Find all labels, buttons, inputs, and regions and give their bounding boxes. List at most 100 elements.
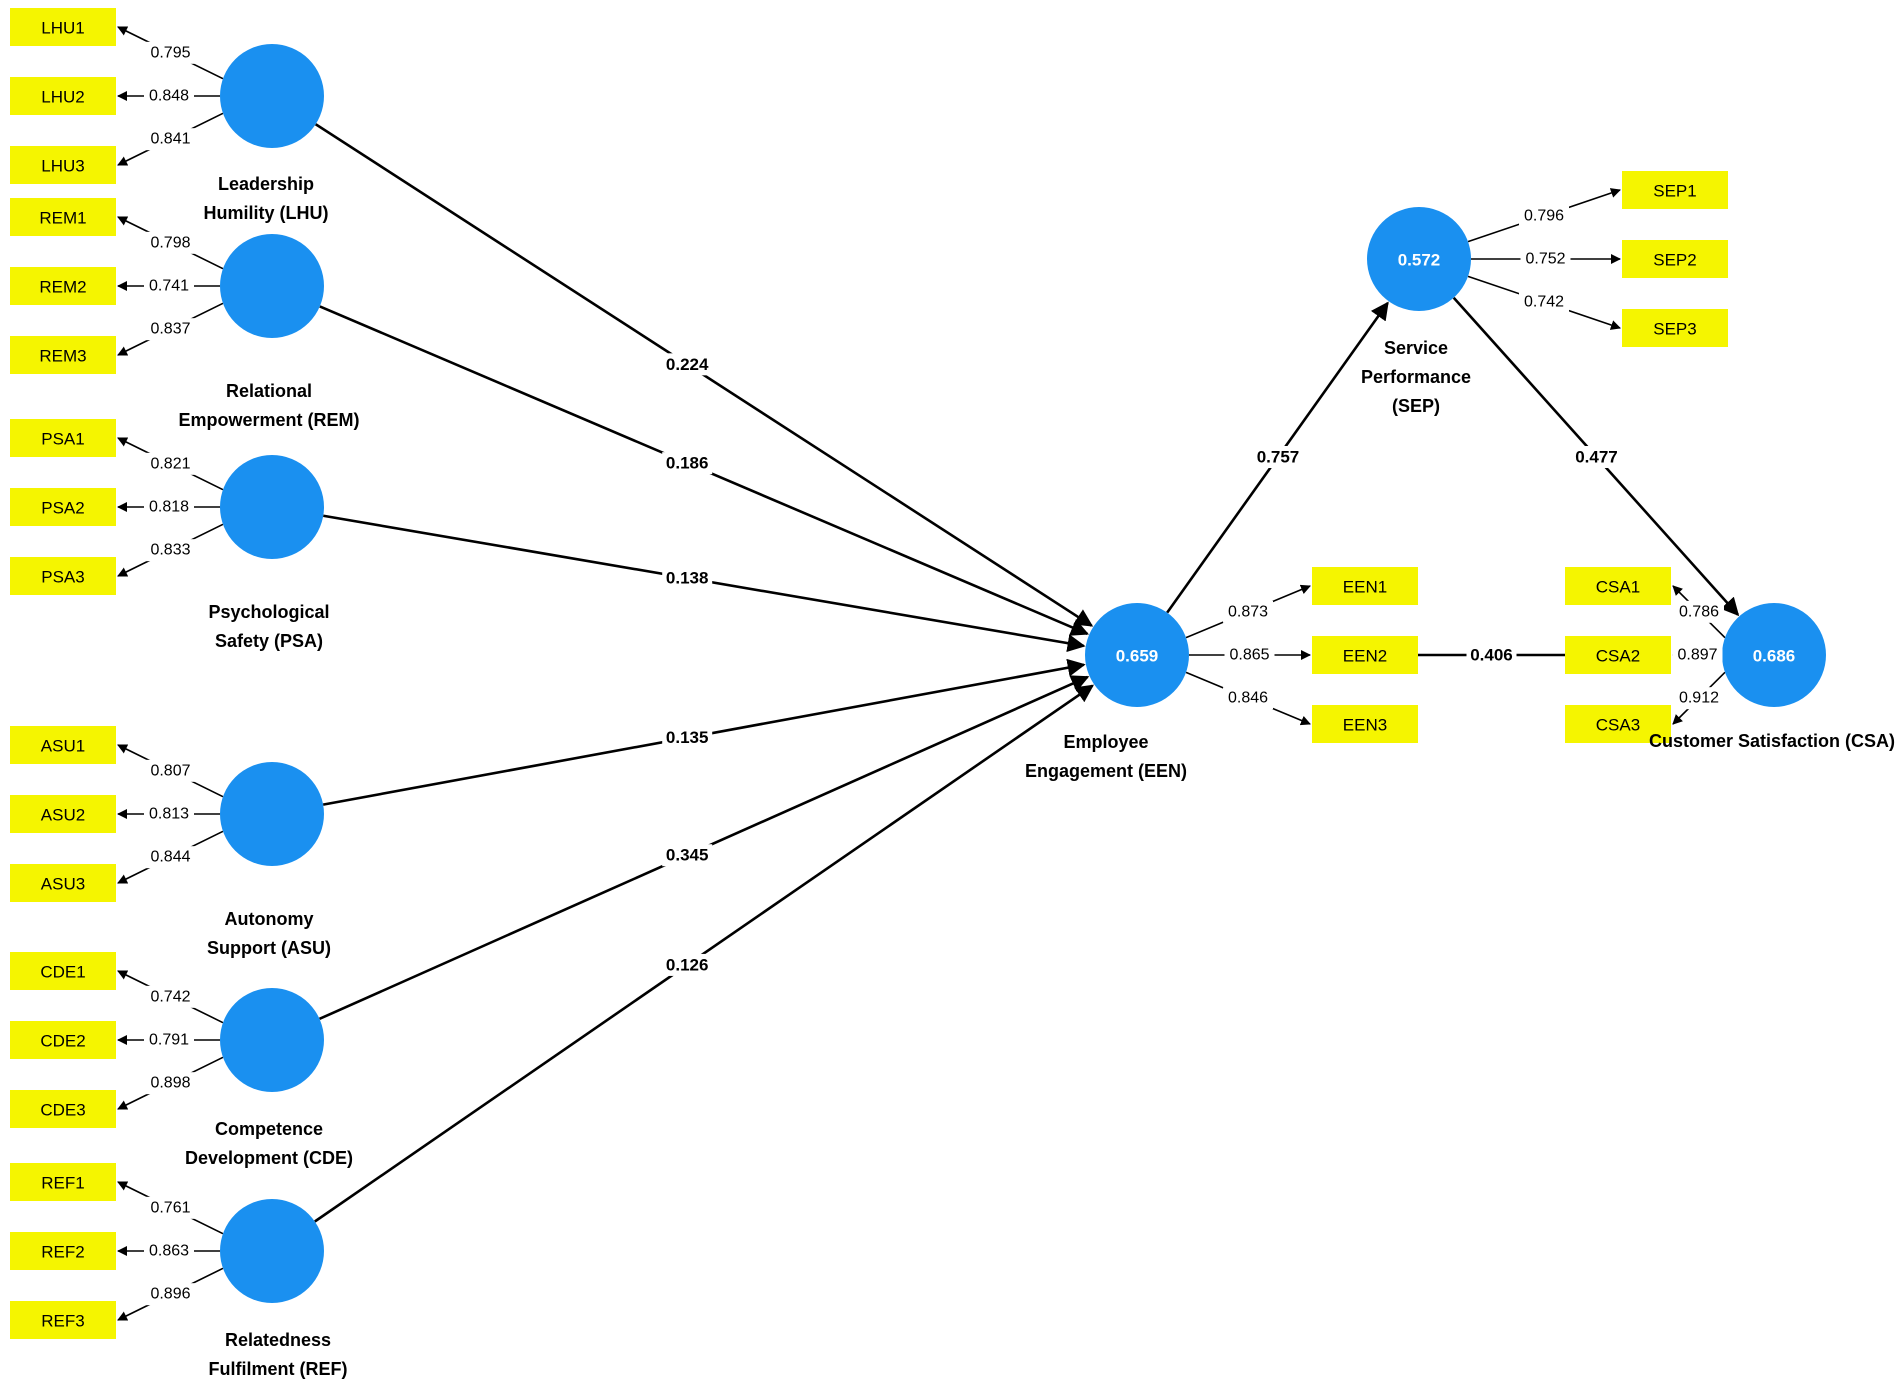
loading-bg (145, 318, 196, 341)
indicator-box-asu1 (10, 726, 116, 764)
construct-name-cde: Development (CDE) (185, 1148, 353, 1168)
loading-bg (144, 803, 194, 825)
indicator-box-rem2 (10, 267, 116, 305)
indicator-box-psa2 (10, 488, 116, 526)
indicator-box-csa3 (1565, 705, 1671, 743)
loading-value-csa3: 0.912 (1679, 690, 1719, 707)
indicator-label-een3: EEN3 (1343, 716, 1387, 735)
r-squared-een: 0.659 (1116, 647, 1159, 666)
path-coef-psa-een: 0.138 (666, 569, 709, 588)
loading-bg (145, 1072, 196, 1095)
indicator-label-ref3: REF3 (41, 1312, 84, 1331)
loading-value-een1: 0.873 (1228, 603, 1268, 620)
path-coef-rem-een: 0.186 (666, 454, 709, 473)
loading-bg (144, 275, 194, 297)
indicator-box-sep3 (1622, 309, 1728, 347)
indicator-box-ref1 (10, 1163, 116, 1201)
indicator-label-een2: EEN2 (1343, 647, 1387, 666)
loading-bg (1673, 600, 1724, 623)
path-coef-ref-een: 0.126 (666, 955, 709, 974)
loading-bg (145, 231, 196, 254)
path-coef-asu-een: 0.135 (666, 728, 709, 747)
construct-name-rem: Relational (226, 381, 312, 401)
path-coef-bg (662, 726, 713, 749)
indicator-label-csa3: CSA3 (1596, 716, 1640, 735)
indicator-label-cde3: CDE3 (40, 1101, 85, 1120)
indicator-box-een3 (1312, 705, 1418, 743)
construct-name-sep: Service (1384, 338, 1448, 358)
r-squared-csa: 0.686 (1753, 647, 1796, 666)
indicator-box-lhu3 (10, 146, 116, 184)
construct-name-psa: Safety (PSA) (215, 631, 323, 651)
path-coef-lhu-een: 0.224 (666, 355, 709, 374)
indicator-label-csa2: CSA2 (1596, 647, 1640, 666)
indicator-box-lhu1 (10, 8, 116, 46)
path-coef-sep-csa: 0.477 (1575, 448, 1618, 467)
loading-bg (1519, 291, 1570, 314)
construct-circle-ref (220, 1199, 324, 1303)
construct-name-sep: Performance (1361, 367, 1471, 387)
construct-name-ref: Relatedness (225, 1330, 331, 1350)
loading-value-sep2: 0.752 (1525, 251, 1565, 268)
construct-name-rem: Empowerment (REM) (178, 410, 359, 430)
loading-value-ref1: 0.761 (150, 1199, 190, 1216)
indicator-label-sep2: SEP2 (1653, 251, 1696, 270)
loading-value-ref2: 0.863 (149, 1243, 189, 1260)
correlation-coef: 0.406 (1470, 646, 1513, 665)
loading-bg (145, 846, 196, 869)
indicator-label-psa1: PSA1 (41, 430, 84, 449)
loading-bg (145, 128, 196, 151)
loading-value-rem2: 0.741 (149, 278, 189, 295)
loading-bg (1519, 204, 1570, 227)
loading-value-asu1: 0.807 (150, 762, 190, 779)
loading-bg (1223, 687, 1274, 710)
indicator-label-psa3: PSA3 (41, 568, 84, 587)
path-coef-bg (662, 452, 713, 475)
connection-lines-layer (117, 26, 1740, 1321)
indicator-label-cde1: CDE1 (40, 963, 85, 982)
indicator-box-lhu2 (10, 77, 116, 115)
indicator-label-rem2: REM2 (39, 278, 86, 297)
indicator-box-cde3 (10, 1090, 116, 1128)
correlation-coef-bg (1466, 644, 1517, 666)
indicator-label-lhu1: LHU1 (41, 19, 84, 38)
indicator-box-sep2 (1622, 240, 1728, 278)
loading-value-psa1: 0.821 (150, 455, 190, 472)
construct-circle-asu (220, 762, 324, 866)
loading-value-rem3: 0.837 (150, 321, 190, 338)
loading-bg (1520, 248, 1571, 270)
loading-value-asu2: 0.813 (149, 806, 189, 823)
indicator-label-cde2: CDE2 (40, 1032, 85, 1051)
loading-value-psa3: 0.833 (150, 542, 190, 559)
construct-circle-rem (220, 234, 324, 338)
indicator-label-ref2: REF2 (41, 1243, 84, 1262)
path-coef-bg (662, 567, 713, 590)
loading-bg (145, 41, 196, 64)
indicator-label-een1: EEN1 (1343, 578, 1387, 597)
indicator-label-asu3: ASU3 (41, 875, 85, 894)
loading-value-lhu2: 0.848 (149, 88, 189, 105)
construct-name-asu: Autonomy (225, 909, 314, 929)
path-coef-bg (662, 353, 713, 376)
construct-name-psa: Psychological (208, 602, 329, 622)
loading-value-lhu1: 0.795 (150, 44, 190, 61)
construct-circle-cde (220, 988, 324, 1092)
loading-bg (145, 452, 196, 475)
loading-bg (1673, 687, 1724, 710)
indicator-label-rem3: REM3 (39, 347, 86, 366)
path-coef-bg (1253, 446, 1303, 468)
indicator-box-een2 (1312, 636, 1418, 674)
path-arrow-ref-een (314, 684, 1095, 1223)
indicator-box-asu2 (10, 795, 116, 833)
loading-value-een2: 0.865 (1229, 647, 1269, 664)
loading-bg (145, 1283, 196, 1306)
loading-value-cde3: 0.898 (150, 1075, 190, 1092)
loading-bg (144, 1029, 194, 1051)
loading-bg (144, 85, 194, 107)
indicator-label-asu1: ASU1 (41, 737, 85, 756)
construct-name-lhu: Humility (LHU) (204, 203, 329, 223)
indicator-box-ref2 (10, 1232, 116, 1270)
loading-value-cde1: 0.742 (150, 988, 190, 1005)
